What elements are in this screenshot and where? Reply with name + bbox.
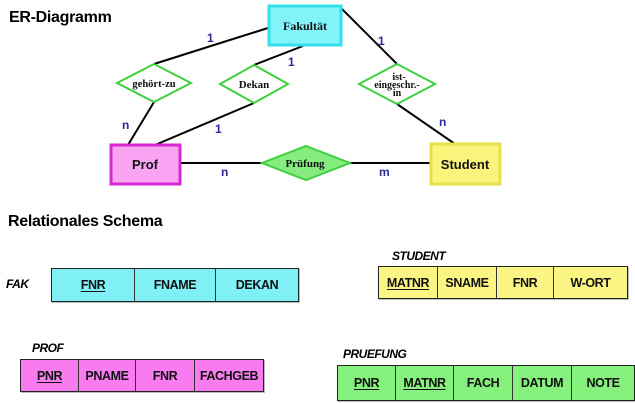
er-diagram-heading: ER-Diagramm (9, 9, 112, 26)
column-fnr: FNR (136, 360, 195, 391)
relationship-gehoert-zu-label: gehört-zu (132, 79, 175, 90)
line-ist-student (396, 103, 456, 145)
column-datum-label: DATUM (520, 376, 564, 390)
entity-student-box (429, 142, 502, 186)
column-dekan: DEKAN (216, 269, 298, 301)
entity-prof-label: Prof (132, 157, 159, 172)
relationship-ist-label-line2: eingeschr.- (374, 80, 419, 91)
er-diagram: Fakultät Prof Student gehört-zu Dekan is… (109, 4, 502, 186)
column-matnr-label: MATNR (386, 275, 430, 290)
column-datum: DATUM (513, 366, 572, 400)
line-fakultaet-ist (339, 6, 398, 65)
table-name-pruefung: PRUEFUNG (343, 347, 407, 361)
column-pname-label: PNAME (85, 368, 129, 383)
column-w-ort-label: W-ORT (570, 275, 611, 290)
entity-fakultaet: Fakultät (267, 4, 343, 47)
relation-fak: FNR FNAME DEKAN (51, 268, 299, 302)
column-sname: SNAME (438, 267, 497, 298)
column-fach: FACH (454, 366, 513, 400)
relation-pruefung: PNR MATNR FACH DATUM NOTE (337, 365, 635, 401)
entity-prof: Prof (109, 143, 182, 186)
relationship-dekan-label: Dekan (239, 79, 270, 91)
column-sname-label: SNAME (445, 275, 489, 290)
column-matnr: MATNR (396, 366, 454, 400)
cardinality-prof-gehoert: n (122, 118, 129, 132)
relationship-pruefung: Prüfung (259, 144, 353, 182)
relationship-dekan-diamond (217, 63, 291, 105)
entity-fakultaet-box (267, 4, 343, 47)
relational-schema-heading: Relationales Schema (8, 213, 163, 230)
column-fnr-label: FNR (152, 368, 178, 383)
line-dekan-prof (154, 102, 255, 146)
column-fachgeb-label: FACHGEB (199, 368, 259, 383)
relationship-gehoert-zu: gehört-zu (114, 62, 194, 104)
relationship-ist-label-line3: in (393, 88, 402, 99)
line-fakultaet-gehoert (153, 27, 269, 65)
column-fnr-label: FNR (512, 275, 538, 290)
column-pnr: PNR (21, 360, 79, 391)
column-fnr-label: FNR (80, 278, 106, 292)
relationship-dekan: Dekan (217, 63, 291, 105)
column-pname: PNAME (79, 360, 136, 391)
column-fachgeb: FACHGEB (195, 360, 263, 391)
cardinality-fak-gehoert: 1 (207, 31, 214, 45)
relation-student: MATNR SNAME FNR W-ORT (378, 266, 628, 299)
column-note: NOTE (572, 366, 634, 400)
line-fakultaet-dekan (253, 45, 304, 66)
relation-prof: PNR PNAME FNR FACHGEB (20, 359, 264, 392)
line-gehoert-prof (127, 101, 155, 146)
relationship-ist-label-line1: ist- (392, 72, 405, 83)
column-pnr-label: PNR (353, 376, 380, 390)
cardinality-prof-pruefung: n (221, 165, 228, 179)
entity-fakultaet-label: Fakultät (283, 19, 327, 33)
entity-student-label: Student (441, 157, 490, 172)
column-pnr: PNR (338, 366, 396, 400)
table-name-fak: FAK (6, 277, 29, 291)
cardinality-fak-ist: 1 (378, 34, 385, 48)
relationship-pruefung-diamond (259, 144, 353, 182)
relationship-ist-eingeschrieben: ist- eingeschr.- in (356, 62, 438, 106)
relationship-gehoert-zu-diamond (114, 62, 194, 104)
relationship-pruefung-label: Prüfung (285, 158, 325, 170)
column-w-ort: W-ORT (554, 267, 627, 298)
column-note-label: NOTE (586, 376, 620, 390)
column-fach-label: FACH (466, 376, 500, 390)
table-name-prof: PROF (32, 341, 64, 355)
column-dekan-label: DEKAN (235, 278, 279, 292)
table-name-student: STUDENT (392, 249, 446, 263)
column-matnr-label: MATNR (403, 376, 446, 390)
cardinality-student-pruefung: m (379, 165, 390, 179)
cardinality-fak-dekan: 1 (288, 55, 295, 69)
column-fnr: FNR (52, 269, 135, 301)
column-matnr: MATNR (379, 267, 438, 298)
column-pnr-label: PNR (36, 368, 63, 383)
column-fname: FNAME (135, 269, 216, 301)
cardinality-student-ist: n (439, 115, 446, 129)
entity-student: Student (429, 142, 502, 186)
cardinality-prof-dekan: 1 (215, 122, 222, 136)
entity-prof-box (109, 143, 182, 186)
column-fnr: FNR (497, 267, 554, 298)
relationship-ist-eingeschrieben-diamond (356, 62, 438, 106)
column-fname-label: FNAME (153, 278, 197, 292)
